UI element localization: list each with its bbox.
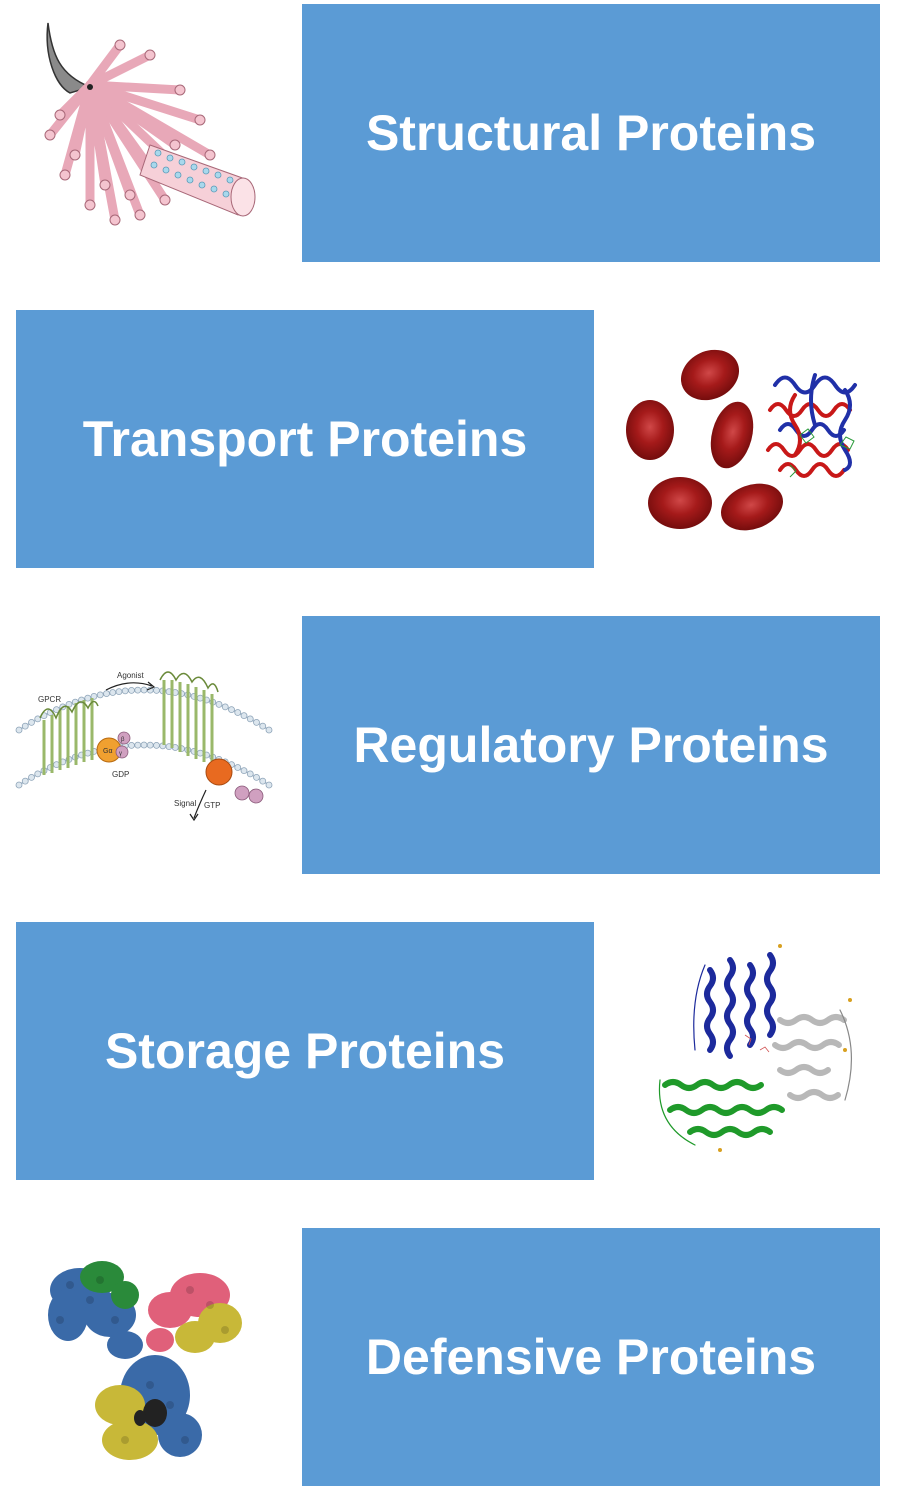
gpcr-signaling-illustration: Agonist GPCR GDP GTP Signal Gα β γ (15, 671, 273, 822)
signal-label: Signal (174, 799, 196, 808)
lipid-head (128, 686, 135, 694)
lipid-head (21, 722, 29, 730)
lipid-head (246, 770, 254, 778)
g-alpha-label: Gα (103, 748, 113, 755)
category-label: Regulatory Proteins (353, 717, 829, 773)
lipid-head (134, 741, 142, 749)
lipid-head (221, 703, 229, 711)
lipid-head (259, 722, 267, 730)
lipid-head (34, 770, 42, 778)
lipid-head (103, 690, 110, 697)
lipid-head (246, 715, 254, 723)
lipid-head (265, 726, 273, 734)
lipid-head (240, 712, 248, 719)
lipid-head (234, 709, 242, 716)
lipid-head (115, 688, 123, 696)
lipid-head (109, 689, 117, 696)
antibody-illustration (48, 1261, 242, 1460)
g-gamma-label: γ (119, 751, 122, 757)
lipid-head (196, 749, 204, 757)
category-defensive: Defensive Proteins (302, 1228, 880, 1486)
lipid-head (228, 706, 235, 713)
lipid-head (259, 777, 267, 785)
category-label: Transport Proteins (82, 411, 528, 467)
category-label: Defensive Proteins (365, 1329, 817, 1385)
lipid-head (153, 742, 160, 749)
lipid-head (96, 691, 104, 699)
red-blood-cells-illustration (626, 349, 857, 531)
storage-protein-ribbon-illustration (658, 944, 852, 1152)
gpcr-label: GPCR (38, 695, 61, 704)
lipid-head (140, 686, 148, 694)
category-transport: Transport Proteins (16, 310, 594, 568)
keratin-fiber-illustration (44, 22, 256, 226)
g-beta-label: β (121, 737, 125, 743)
lipid-head (84, 694, 92, 702)
lipid-head (153, 686, 160, 694)
lipid-head (128, 742, 135, 749)
lipid-head (253, 774, 260, 781)
lipid-head (21, 777, 29, 785)
lipid-head (84, 749, 92, 757)
lipid-head (196, 694, 204, 702)
lipid-head (90, 693, 98, 700)
lipid-head (15, 726, 23, 734)
lipid-head (215, 701, 223, 708)
lipid-head (253, 719, 260, 726)
lipid-head (146, 741, 154, 749)
lipid-head (234, 764, 242, 771)
lipid-head (34, 715, 42, 723)
lipid-head (121, 687, 129, 695)
lipid-head (28, 774, 35, 781)
category-label: Storage Proteins (104, 1023, 506, 1079)
gdp-label: GDP (112, 770, 129, 779)
category-label: Structural Proteins (365, 105, 817, 161)
category-storage: Storage Proteins (16, 922, 594, 1180)
lipid-head (134, 686, 142, 694)
lipid-head (28, 719, 35, 726)
category-structural: Structural Proteins (302, 4, 880, 262)
category-regulatory: Regulatory Proteins (302, 616, 880, 874)
agonist-label: Agonist (117, 671, 144, 680)
lipid-head (265, 781, 273, 789)
lipid-head (140, 741, 148, 749)
gtp-label: GTP (204, 801, 220, 810)
lipid-head (15, 781, 23, 789)
lipid-head (240, 767, 248, 774)
